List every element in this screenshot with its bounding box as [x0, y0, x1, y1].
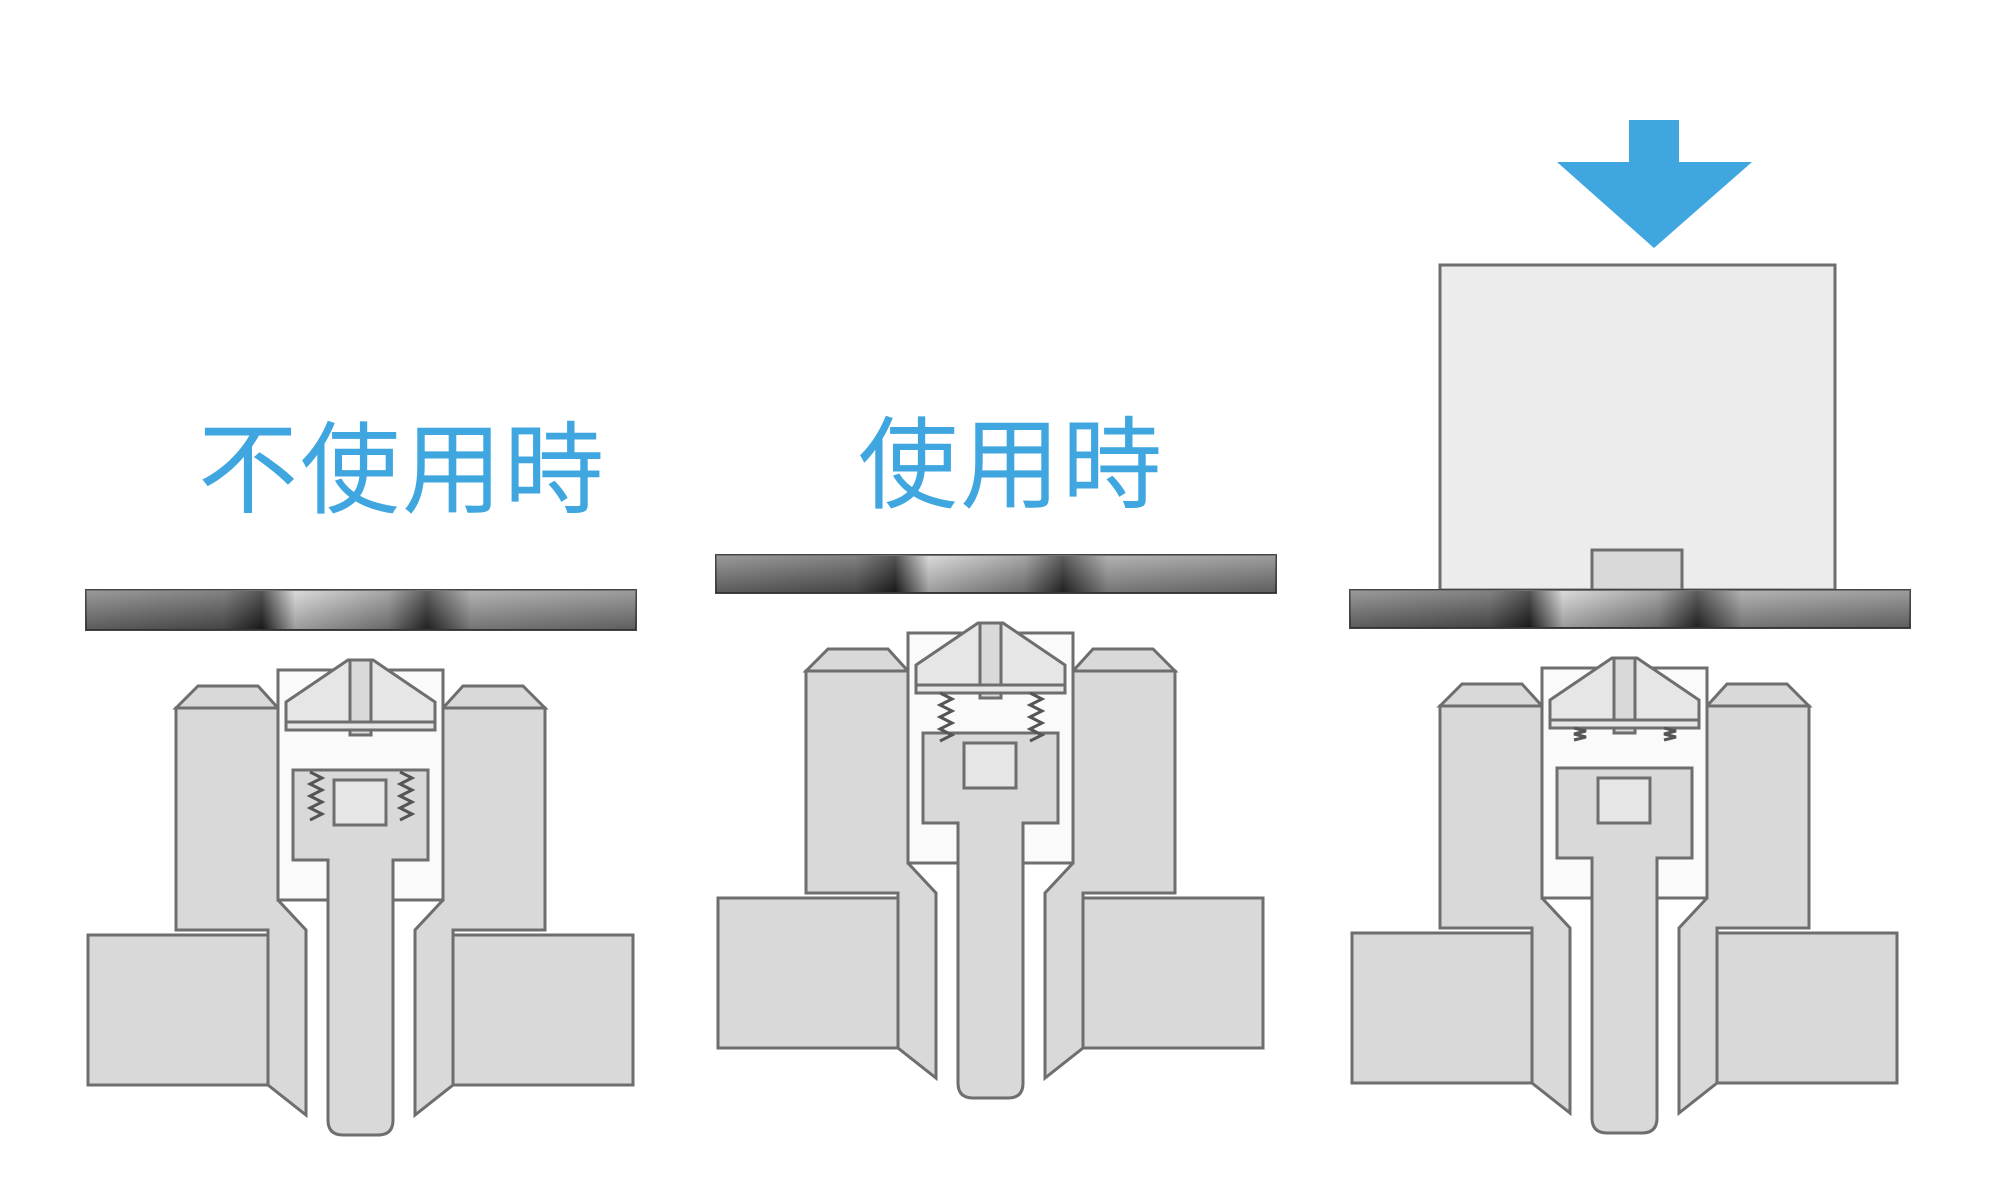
panel-in-use: 使用時: [715, 407, 1277, 1100]
caption-in-use: 使用時: [858, 407, 1164, 524]
panel-pressed: [1349, 120, 1911, 1135]
panel-idle: 不使用時: [85, 412, 637, 1137]
down-arrow-icon: [1557, 120, 1752, 248]
load-block: [1438, 263, 1837, 592]
caption-idle: 不使用時: [198, 412, 606, 529]
